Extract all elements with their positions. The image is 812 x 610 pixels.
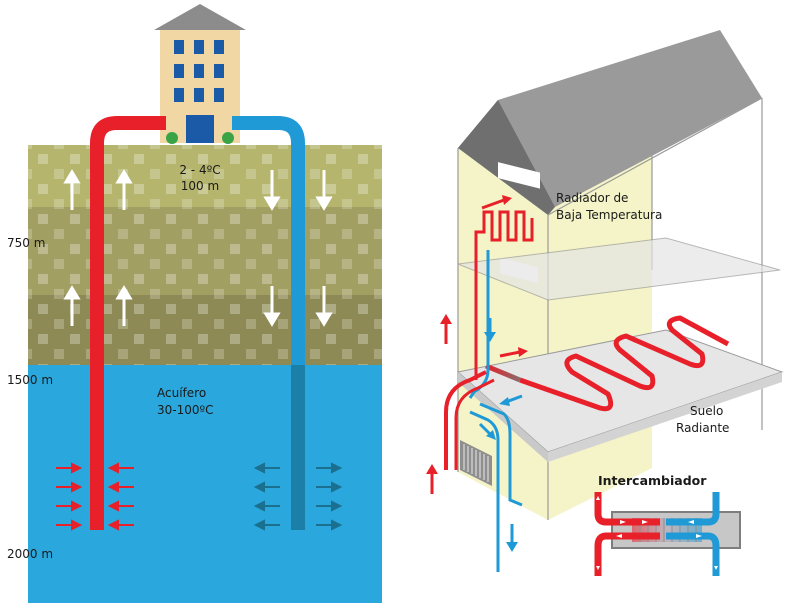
heat-exchanger — [594, 492, 741, 576]
house-window-upper — [498, 162, 540, 189]
radiator-label-line1: Radiador de — [556, 191, 628, 205]
exchanger-hot-in — [594, 492, 660, 526]
building-door — [186, 115, 214, 143]
flow-arrows-down — [263, 170, 333, 327]
flow-arrows-up — [63, 169, 133, 326]
floor-label-line2: Radiante — [676, 421, 729, 435]
exchanger-cold-in — [666, 492, 720, 526]
aquifer-arrows-out — [253, 462, 343, 531]
depth-1500-label: 1500 m — [7, 373, 53, 387]
house — [456, 30, 784, 520]
surface-temp-label: 2 - 4ºC — [179, 163, 220, 177]
aquifer-layer — [28, 365, 382, 603]
blue-arrow-left — [499, 394, 523, 406]
building — [154, 4, 246, 144]
blue-arrow-down-2 — [506, 524, 518, 552]
ground-section — [28, 145, 382, 603]
aquifer-temp-label: 30-100ºC — [157, 403, 214, 417]
radiator-flow-arrow — [481, 198, 505, 210]
radiant-floor-feed — [485, 363, 521, 383]
hot-supply-riser — [444, 370, 487, 470]
house-roof-main — [498, 30, 762, 207]
cold-pipe — [232, 116, 305, 530]
building-roof — [154, 4, 246, 30]
aquifer-name-label: Acuífero — [157, 386, 206, 400]
blue-arrow-down-1-head — [484, 332, 496, 342]
exchanger-hot-out — [594, 532, 660, 576]
wall-radiator — [460, 440, 492, 486]
cold-return-down — [469, 410, 500, 572]
radiator-flow-arrow-head — [502, 195, 512, 205]
red-arrow-up-2 — [426, 464, 438, 494]
exchanger-label: Intercambiador — [598, 473, 707, 488]
hot-pipe — [90, 116, 166, 530]
red-arrow-up-1 — [440, 314, 452, 344]
bush-left — [166, 132, 178, 144]
soil-texture — [28, 145, 382, 365]
radiator-label-line2: Baja Temperatura — [556, 208, 662, 222]
blue-arrow-diag — [478, 422, 496, 440]
radiant-floor-pipe — [519, 315, 730, 412]
cold-return-down-2 — [479, 402, 523, 507]
middle-floor-slab — [457, 237, 781, 301]
red-arrow-right — [499, 347, 528, 358]
floor-label-line1: Suelo — [690, 404, 723, 418]
exchanger-arrows — [596, 496, 718, 570]
depth-2000-label: 2000 m — [7, 547, 53, 561]
lower-floor-edge — [458, 372, 548, 462]
cold-pipe-shade — [291, 365, 305, 530]
bush-right — [222, 132, 234, 144]
hot-supply-riser-2 — [454, 378, 495, 470]
aquifer-arrows-in — [56, 462, 134, 531]
lower-floor-edge-right — [548, 372, 782, 462]
depth-750-label: 750 m — [7, 236, 45, 250]
surface-depth-label: 100 m — [181, 179, 219, 193]
exchanger-cold-out — [666, 532, 720, 576]
radiator-coil — [474, 210, 534, 250]
building-windows — [174, 40, 224, 102]
blue-return-upper — [468, 250, 490, 399]
